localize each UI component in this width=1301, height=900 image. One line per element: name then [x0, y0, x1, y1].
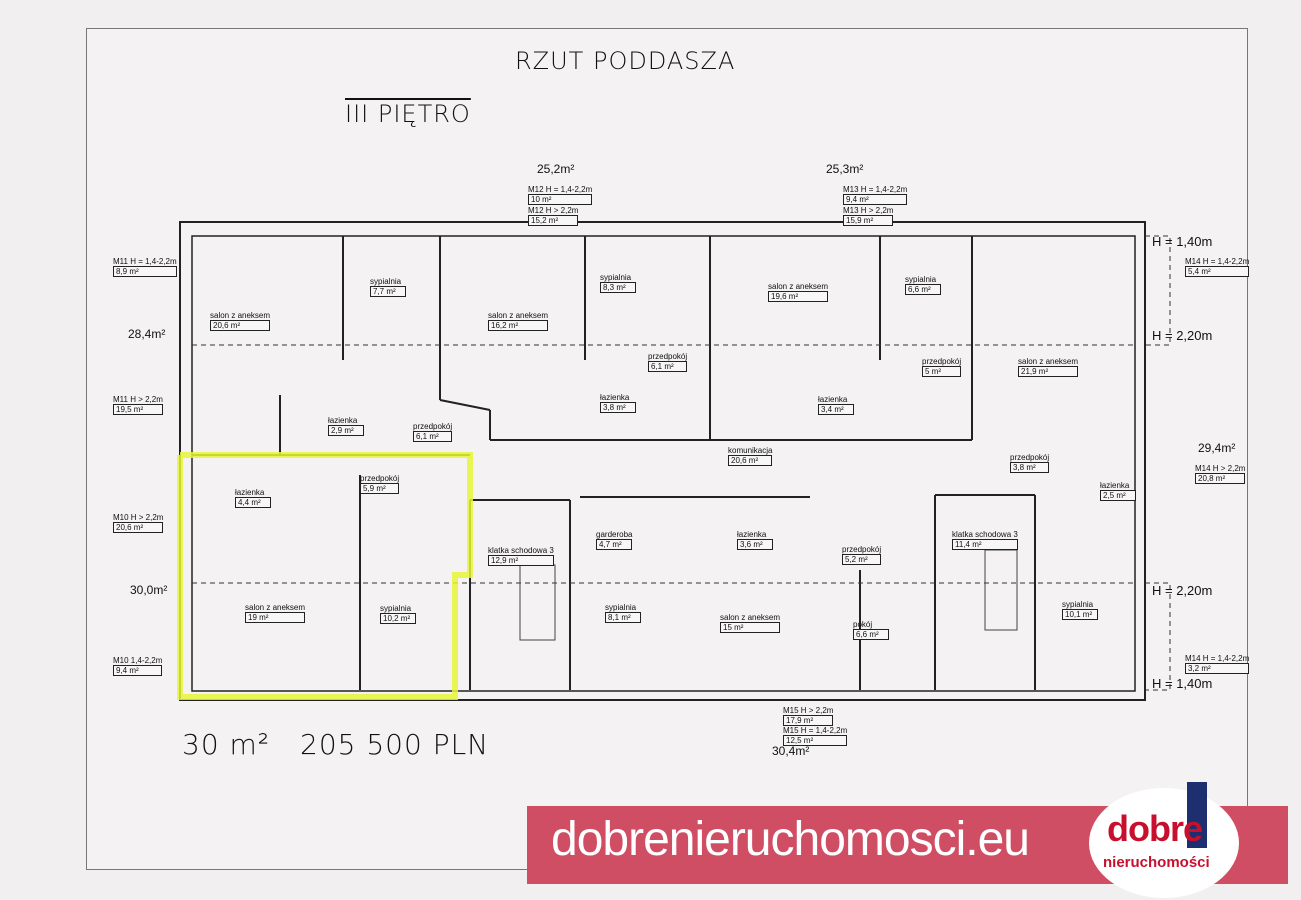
height-label: H = 1,40m [1152, 676, 1213, 691]
highlight-outline [177, 452, 473, 700]
floor-label: III PIĘTRO [345, 100, 471, 128]
agency-banner[interactable]: dobrenieruchomosci.eu dobre nieruchomośc… [527, 782, 1288, 898]
logo-text-bottom: nieruchomości [1103, 854, 1210, 871]
unit-total: 30,0m² [130, 583, 168, 597]
unit-total: 28,4m² [128, 327, 166, 341]
unit-total: 25,2m² [537, 162, 575, 176]
logo-text-top: dobre [1107, 808, 1203, 849]
price: 205 500 PLN [300, 728, 490, 761]
highlighted-area: 30 m² [182, 728, 271, 761]
logo-one-shape [1187, 782, 1207, 848]
height-label: H = 2,20m [1152, 328, 1213, 343]
height-label: H = 2,20m [1152, 583, 1213, 598]
inner-wall [191, 235, 1136, 692]
agency-url[interactable]: dobrenieruchomosci.eu [551, 813, 1030, 866]
wall [439, 399, 491, 411]
unit-total: 25,3m² [826, 162, 864, 176]
outer-wall [179, 221, 1146, 701]
plan-title: RZUT PODDASZA [515, 47, 736, 75]
agency-logo: dobre nieruchomości [1089, 782, 1239, 898]
unit-total: 29,4m² [1198, 441, 1236, 455]
unit-total: 30,4m² [772, 744, 810, 758]
height-label: H = 1,40m [1152, 234, 1213, 249]
